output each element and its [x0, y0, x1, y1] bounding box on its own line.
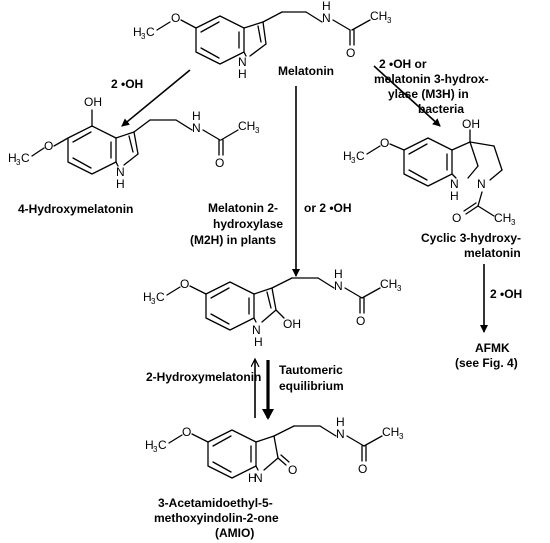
h4-nh-h: H — [116, 177, 125, 191]
cyclic-label-line1: Cyclic 3-hydroxy- — [421, 231, 521, 245]
amio-lactam-o: O — [288, 463, 297, 477]
h2-amide-n: N — [334, 279, 343, 293]
amio-structure: H 3 C O N H O N H O CH 3 — [145, 415, 404, 485]
melatonin-structure: H 3 C O N H N H O CH 3 — [133, 0, 392, 81]
amio-methyl-c: C — [158, 438, 167, 452]
h4-amide-h: H — [192, 109, 201, 123]
h2-oh: OH — [283, 317, 301, 331]
h4-amide-n: N — [192, 121, 201, 135]
cyc-methyl-c: C — [356, 149, 365, 163]
cyclic-structure: H 3 C O OH N H N O CH 3 — [343, 117, 516, 227]
arrow-to-4oh — [121, 69, 191, 127]
h2-methyl-h: H — [143, 290, 152, 304]
amio-methyl-h: H — [145, 438, 154, 452]
cyc-ch: CH — [494, 211, 511, 225]
melatonin-nh-h: H — [238, 67, 247, 81]
label-tautomer-1: Tautomeric — [279, 363, 343, 377]
amio-ch: CH — [382, 425, 399, 439]
label-to-cyclic-2: melatonin 3-hydrox- — [374, 72, 489, 86]
cyc-carbonyl-o: O — [452, 211, 461, 225]
hydroxy4-label: 4-Hydroxymelatonin — [18, 202, 133, 216]
melatonin-carbonyl-o: O — [346, 46, 355, 60]
hydroxy2-label: 2-Hydroxymelatonin — [146, 370, 261, 384]
melatonin-oxygen: O — [171, 11, 180, 25]
label-tautomer-2: equilibrium — [279, 379, 344, 393]
cyc-oxygen: O — [380, 136, 389, 150]
h2-oxygen: O — [180, 277, 189, 291]
cyc-nh-n: N — [450, 177, 459, 191]
hydroxy2-structure: H 3 C O N H OH N H O CH 3 — [143, 267, 402, 349]
afmk-label-line1: AFMK — [475, 341, 510, 355]
amio-ch-sub: 3 — [399, 432, 404, 441]
amio-amide-n: N — [336, 427, 345, 441]
label-to-cyclic-3: ylase (M3H) in — [388, 87, 469, 101]
label-to-cyclic-1: 2 •OH or — [379, 57, 427, 71]
melatonin-label: Melatonin — [278, 64, 334, 78]
h4-methyl-sub: 3 — [16, 158, 21, 167]
cyc-methyl-sub: 3 — [351, 156, 356, 165]
melatonin-methyl-c: C — [146, 25, 155, 39]
amio-amide-h: H — [336, 415, 345, 429]
h2-ch-sub: 3 — [397, 284, 402, 293]
melatonin-amide-n: N — [322, 11, 331, 25]
melatonin-amide-h: H — [322, 0, 331, 13]
amio-methyl-sub: 3 — [153, 445, 158, 454]
melatonin-n: N — [238, 55, 247, 69]
h2-n: N — [252, 323, 261, 337]
cyc-ch-sub: 3 — [511, 218, 516, 227]
melatonin-ch: CH — [370, 9, 387, 23]
amio-label-line3: (AMIO) — [215, 526, 254, 540]
amio-n: N — [254, 471, 263, 485]
h2-carbonyl-o: O — [356, 314, 365, 328]
amio-nh-h: H — [248, 471, 257, 485]
arrow-to-cyclic — [373, 65, 441, 127]
h2-nh-h: H — [254, 335, 263, 349]
label-to-2oh-2: hydroxylase — [213, 217, 283, 231]
h4-oxygen: O — [44, 139, 53, 153]
h2-methyl-c: C — [156, 290, 165, 304]
amio-oxygen: O — [182, 425, 191, 439]
melatonin-methyl-h: H — [133, 25, 142, 39]
h4-ch: CH — [238, 119, 255, 133]
label-to-afmk: 2 •OH — [490, 287, 522, 301]
label-to-4oh: 2 •OH — [111, 77, 143, 91]
label-to-2oh-1: Melatonin 2- — [208, 201, 278, 215]
h2-methyl-sub: 3 — [151, 297, 156, 306]
label-to-2oh-3: (M2H) in plants — [190, 233, 276, 247]
cyclic-label-line2: melatonin — [464, 246, 521, 260]
h2-ch: CH — [380, 277, 397, 291]
amio-carbonyl-o: O — [358, 462, 367, 476]
label-to-2oh-alt: or 2 •OH — [304, 201, 352, 215]
melatonin-ch-sub: 3 — [387, 16, 392, 25]
h4-oh: OH — [84, 95, 102, 109]
h4-methyl-h: H — [8, 151, 17, 165]
melatonin-methyl-sub: 3 — [141, 32, 146, 41]
h4-ch-sub: 3 — [255, 126, 260, 135]
amio-label-line2: methoxyindolin-2-one — [154, 511, 279, 525]
h4-carbonyl-o: O — [215, 156, 224, 170]
h4-methyl-c: C — [21, 151, 30, 165]
label-to-cyclic-4: bacteria — [418, 102, 464, 116]
h2-amide-h: H — [334, 267, 343, 281]
cyc-oh: OH — [462, 117, 480, 131]
amio-label-line1: 3-Acetamidoethyl-5- — [158, 496, 273, 510]
hydroxy4-structure: H 3 C O OH N H N H O CH 3 — [8, 95, 260, 191]
cyc-n: N — [477, 177, 486, 191]
cyc-nh-h: H — [450, 189, 459, 203]
cyc-methyl-h: H — [343, 149, 352, 163]
h4-n: N — [116, 165, 125, 179]
afmk-label-line2: (see Fig. 4) — [455, 356, 518, 370]
